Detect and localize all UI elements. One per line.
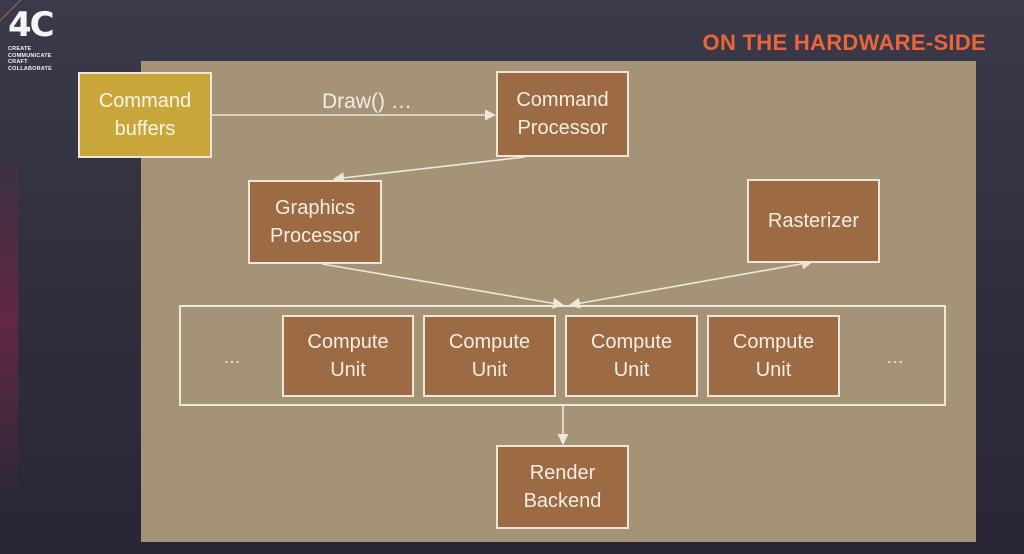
node-command-processor: Command Processor [496,71,629,157]
compute-unit-group [179,305,946,406]
logo: 4C CREATE COMMUNICATE CRAFT COLLABORATE [8,8,70,72]
node-label: Command Processor [516,89,609,139]
logo-mark: 4C [8,5,55,45]
node-label: Compute Unit [448,331,531,381]
node-label: Compute Unit [732,331,815,381]
logo-word: CRAFT [8,59,28,65]
node-graphics-processor: Graphics Processor [248,180,382,264]
logo-word: CREATE [8,46,32,52]
ellipsis-left: … [223,347,241,367]
node-label: Render Backend [523,462,602,512]
node-rasterizer: Rasterizer [747,179,880,263]
logo-word: COMMUNICATE [8,52,52,59]
arrow-compute-rasterizer [568,258,814,309]
node-compute-unit: Compute Unit [282,315,414,397]
node-compute-unit: Compute Unit [565,315,698,397]
node-label: Graphics Processor [269,197,361,247]
arrow-graphics-to-compute [321,263,565,309]
logo-word: COLLABORATE [8,65,52,72]
left-accent-glow [0,140,18,500]
node-label: Command buffers [98,90,192,140]
node-label: Rasterizer [767,210,860,232]
ellipsis-right: … [886,347,904,367]
edge-label-draw: Draw() … [322,90,412,113]
node-label: Compute Unit [307,331,389,381]
node-render-backend: Render Backend [496,445,629,529]
arrow-to-graphics-processor [332,156,526,184]
node-compute-unit: Compute Unit [423,315,556,397]
slide-title: ON THE HARDWARE-SIDE [702,30,986,55]
logo-words: CREATE COMMUNICATE CRAFT COLLABORATE [8,46,70,72]
node-command-buffers: Command buffers [78,72,212,158]
node-label: Compute Unit [590,331,673,381]
node-compute-unit: Compute Unit [707,315,840,397]
